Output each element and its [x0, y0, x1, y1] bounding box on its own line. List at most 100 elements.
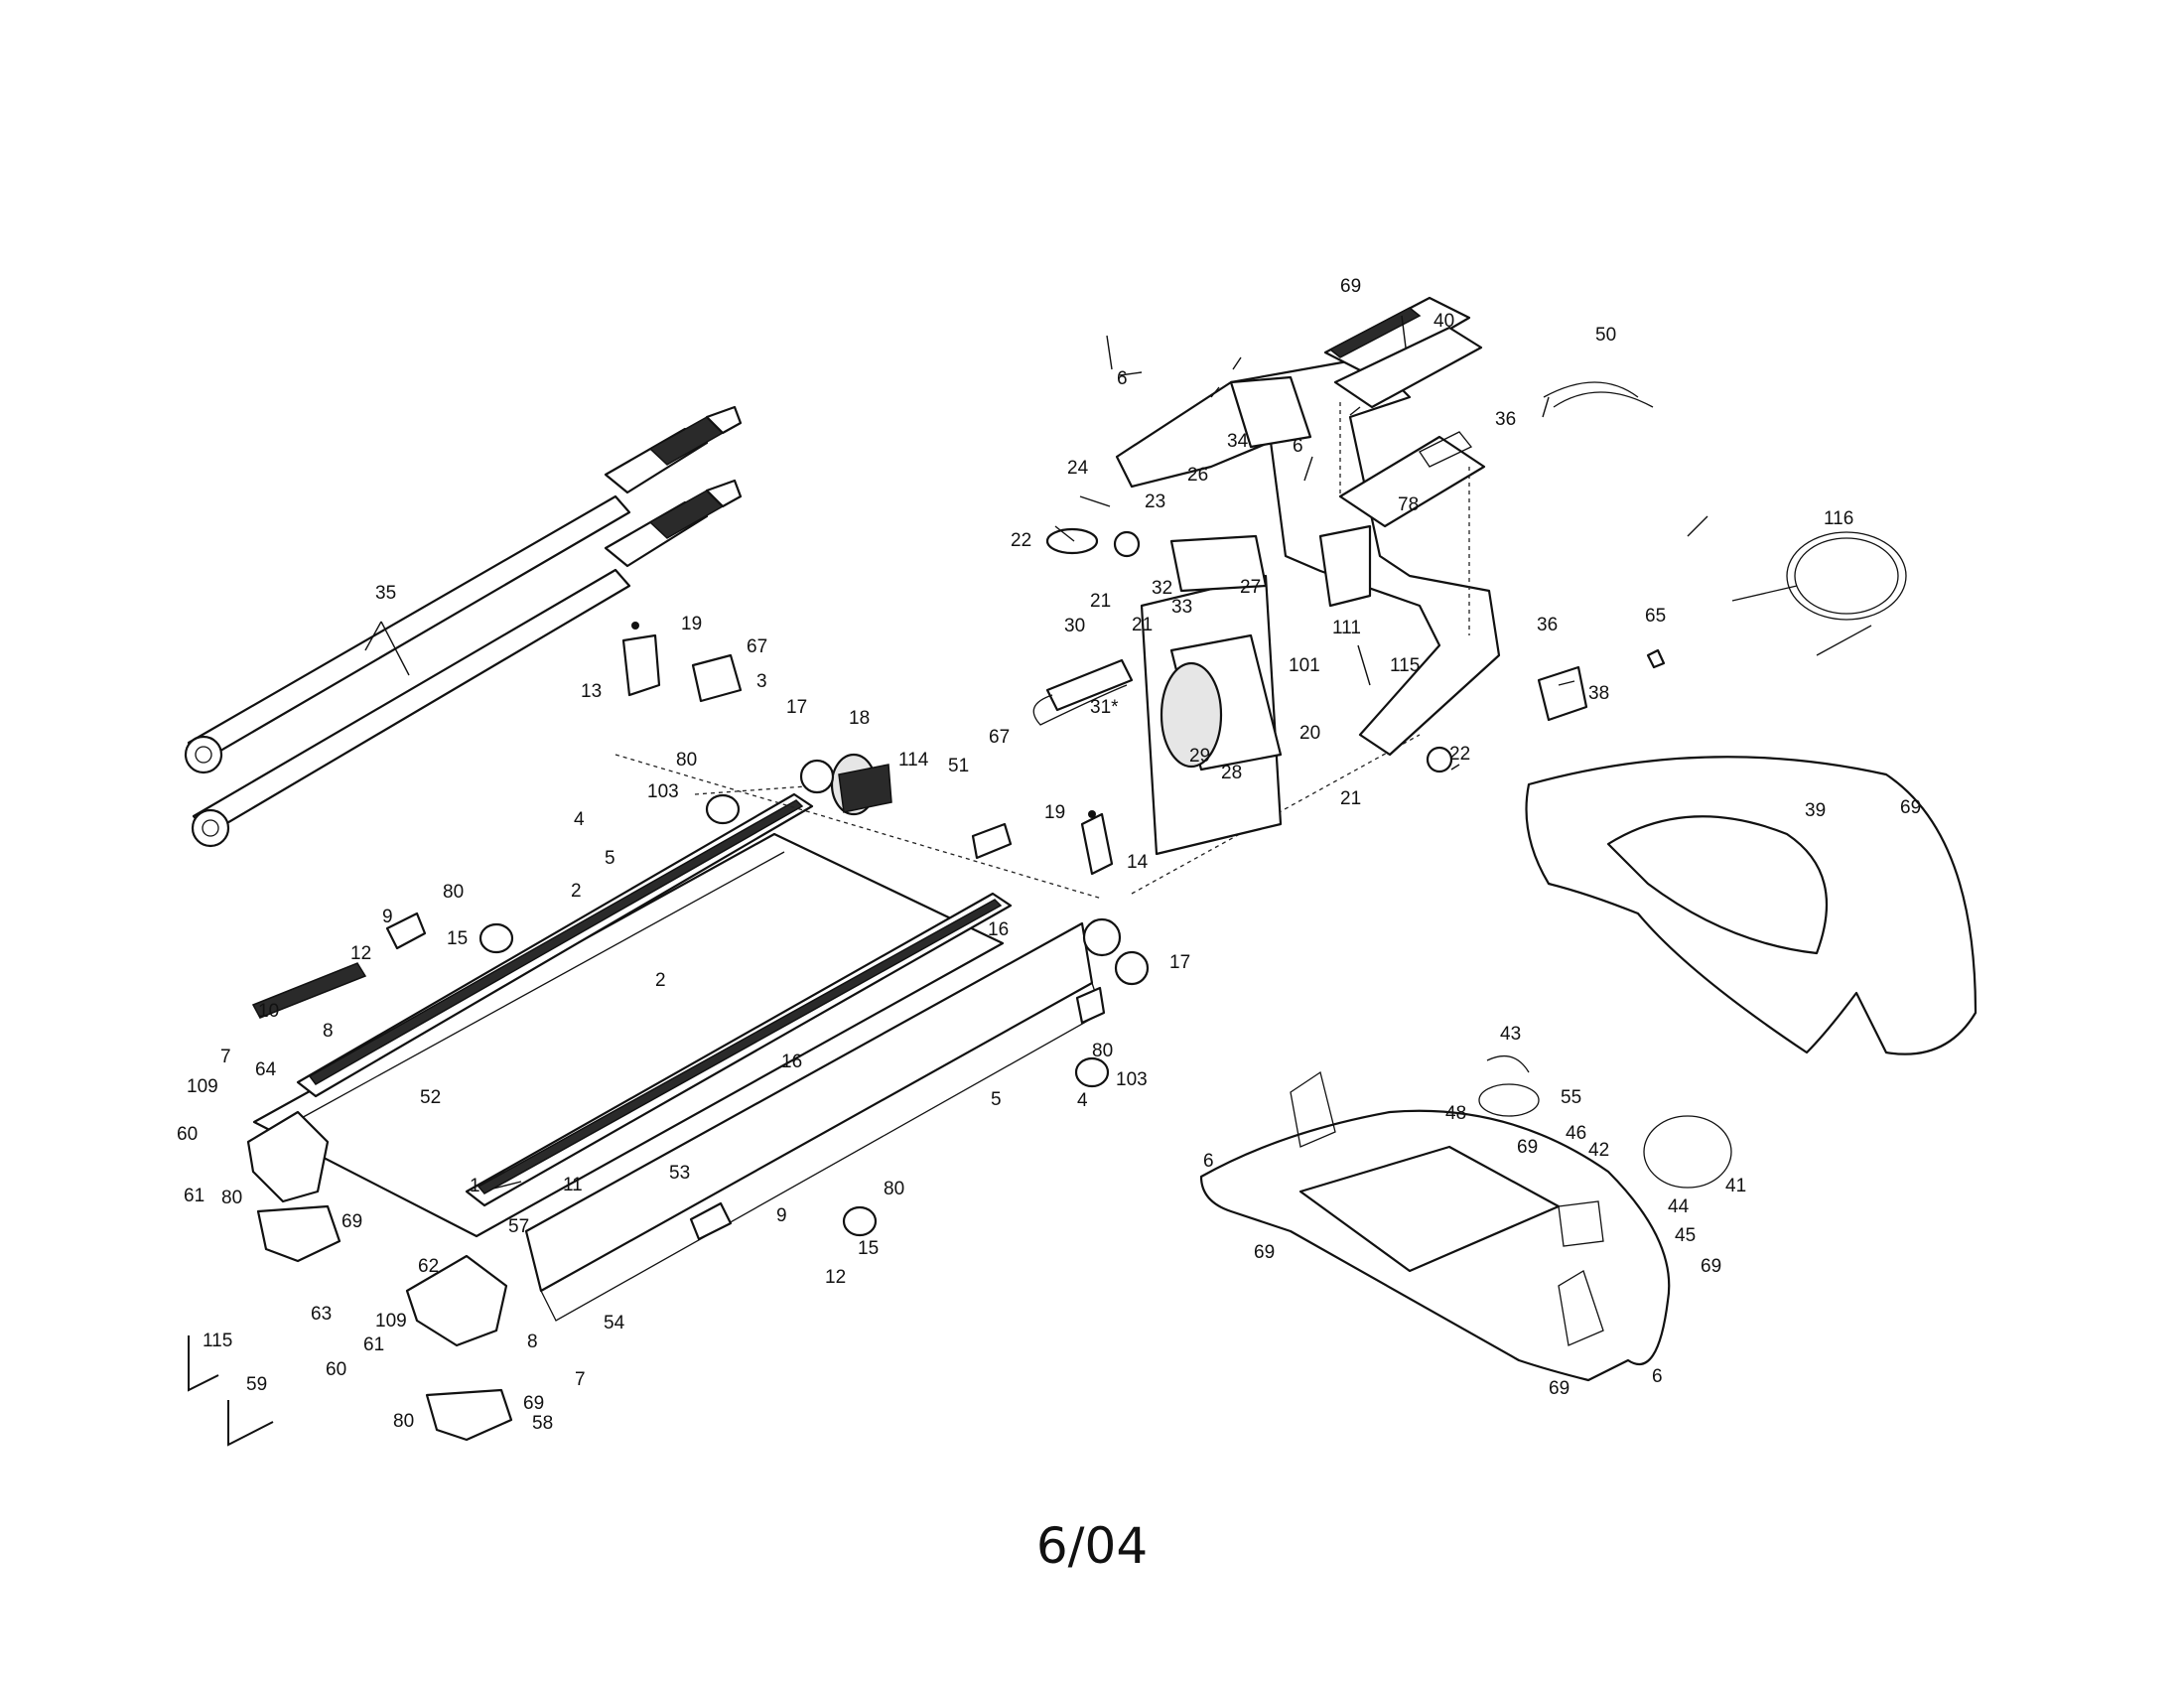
callout-115: 115	[1390, 655, 1420, 676]
callout-67: 67	[747, 636, 767, 657]
callout-3: 3	[756, 671, 767, 692]
callout-80: 80	[884, 1179, 904, 1199]
callout-114: 114	[898, 750, 929, 771]
callout-10: 10	[258, 1001, 279, 1022]
callout-80: 80	[676, 750, 697, 771]
callout-6: 6	[1117, 368, 1128, 389]
callout-61: 61	[363, 1334, 384, 1355]
callout-31: 31*	[1090, 697, 1119, 718]
callout-16: 16	[988, 919, 1009, 940]
hood-39	[1525, 756, 1978, 1055]
callout-50: 50	[1595, 325, 1616, 346]
callout-16: 16	[781, 1052, 802, 1072]
callout-69: 69	[1549, 1378, 1570, 1399]
callout-28: 28	[1221, 763, 1242, 783]
callout-9: 9	[382, 907, 393, 927]
treadmill-frame	[246, 734, 1421, 1347]
callout-69: 69	[1340, 276, 1361, 297]
callout-7: 7	[575, 1369, 586, 1390]
motor-assembly	[1032, 355, 1501, 856]
callout-20: 20	[1299, 723, 1320, 744]
callout-48: 48	[1445, 1103, 1466, 1124]
callout-41: 41	[1725, 1176, 1746, 1196]
callout-29: 29	[1189, 746, 1210, 767]
callout-55: 55	[1561, 1087, 1581, 1108]
callout-8: 8	[527, 1332, 538, 1352]
callout-21: 21	[1340, 788, 1361, 809]
callout-12: 12	[350, 943, 371, 964]
callout-19: 19	[1044, 802, 1065, 823]
upright-rails	[184, 405, 743, 848]
callout-116: 116	[1824, 508, 1853, 529]
callout-54: 54	[604, 1313, 625, 1333]
callout-46: 46	[1566, 1123, 1586, 1144]
callout-45: 45	[1675, 1225, 1696, 1246]
callout-23: 23	[1145, 491, 1165, 512]
callout-15: 15	[447, 928, 468, 949]
wires	[1478, 381, 1907, 1189]
callout-40: 40	[1433, 311, 1454, 332]
callout-2: 2	[655, 970, 666, 991]
callout-69: 69	[1701, 1256, 1721, 1277]
callout-80: 80	[221, 1188, 242, 1208]
callout-60: 60	[177, 1124, 198, 1145]
callout-26: 26	[1187, 465, 1208, 486]
callout-5: 5	[605, 848, 615, 869]
callout-101: 101	[1289, 655, 1320, 676]
callout-44: 44	[1668, 1196, 1690, 1217]
base-48	[1199, 1054, 1671, 1382]
callout-32: 32	[1152, 578, 1172, 599]
callout-4: 4	[1077, 1090, 1088, 1111]
leader-lines	[492, 315, 1708, 1190]
callout-69: 69	[1517, 1137, 1538, 1158]
callout-69: 69	[341, 1211, 362, 1232]
callout-78: 78	[1398, 494, 1419, 515]
callout-13: 13	[581, 681, 602, 702]
callout-60: 60	[326, 1359, 346, 1380]
callout-24: 24	[1067, 458, 1089, 479]
callout-34: 34	[1227, 431, 1249, 452]
callout-17: 17	[786, 697, 807, 718]
callout-35: 35	[375, 583, 396, 604]
callout-2: 2	[571, 881, 582, 902]
callout-115: 115	[203, 1331, 232, 1351]
callout-109: 109	[375, 1311, 407, 1332]
callout-11: 11	[563, 1175, 583, 1195]
callout-21: 21	[1090, 591, 1111, 612]
callout-65: 65	[1645, 606, 1666, 627]
callout-109: 109	[187, 1076, 218, 1097]
callout-64: 64	[255, 1059, 277, 1080]
callout-61: 61	[184, 1186, 205, 1206]
hardware	[188, 622, 1114, 1447]
callout-36: 36	[1537, 615, 1558, 635]
callout-69: 69	[1900, 797, 1921, 818]
callout-67: 67	[989, 727, 1010, 748]
callout-27: 27	[1240, 577, 1261, 598]
callout-80: 80	[443, 882, 464, 903]
revision-date: 6/04	[1035, 1517, 1149, 1575]
callout-18: 18	[849, 708, 870, 729]
callout-69: 69	[1254, 1242, 1275, 1263]
callout-labels: 1 2 2 3 4 4 5 5 6 6 6 6 7 7 8 8 9 9 10 1…	[177, 276, 1921, 1434]
callout-63: 63	[311, 1304, 332, 1325]
callout-51: 51	[948, 756, 969, 776]
callout-57: 57	[508, 1216, 529, 1237]
callout-111: 111	[1332, 618, 1361, 638]
callout-4: 4	[574, 809, 585, 830]
callout-80: 80	[393, 1411, 414, 1432]
callout-69: 69	[523, 1393, 544, 1414]
callout-103: 103	[647, 781, 679, 802]
callout-22: 22	[1449, 744, 1470, 765]
callout-6: 6	[1203, 1151, 1214, 1172]
callout-58: 58	[532, 1413, 553, 1434]
callout-80: 80	[1092, 1041, 1113, 1061]
callout-7: 7	[220, 1047, 231, 1067]
rollers	[799, 753, 1150, 986]
callout-36: 36	[1495, 409, 1516, 430]
callout-43: 43	[1500, 1024, 1521, 1045]
callout-6: 6	[1293, 436, 1303, 457]
callout-9: 9	[776, 1205, 787, 1226]
callout-19: 19	[681, 614, 702, 634]
callout-52: 52	[420, 1087, 441, 1108]
